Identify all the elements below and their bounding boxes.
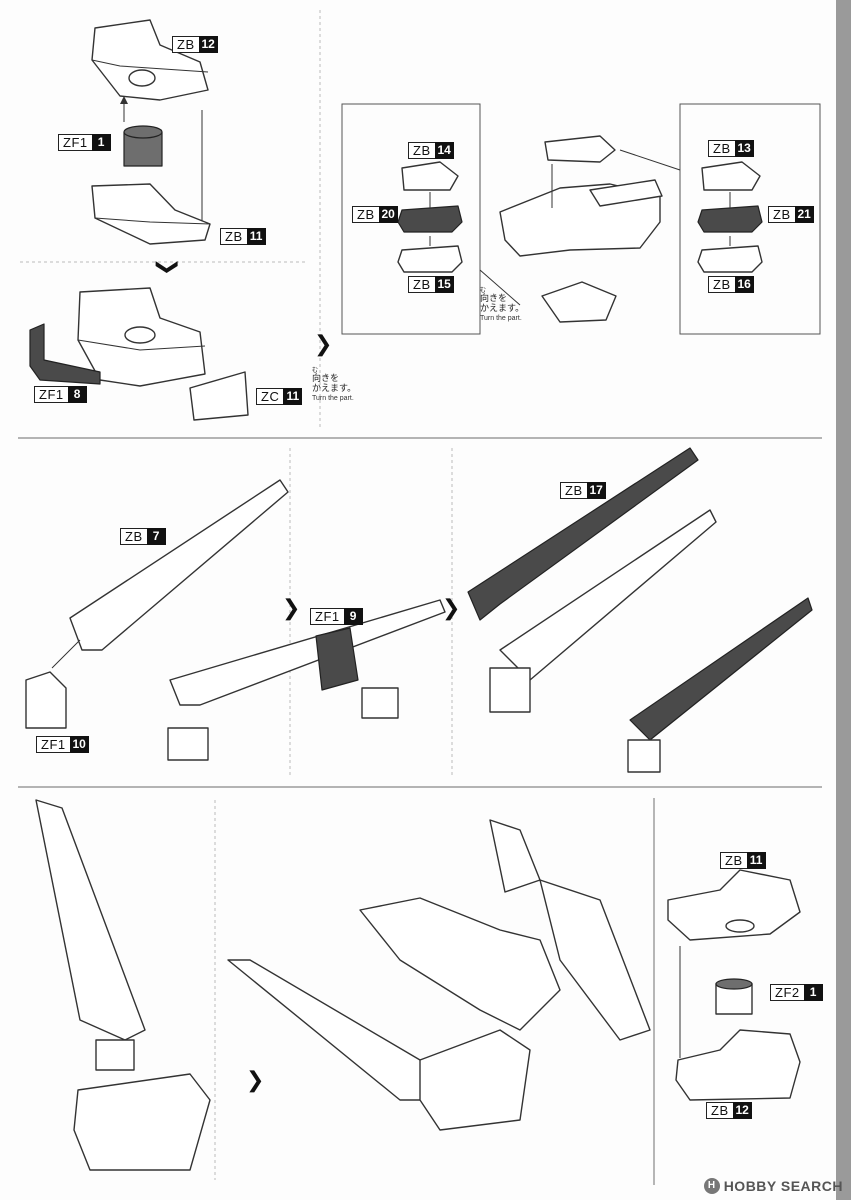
page-edge	[836, 0, 851, 1200]
step2-parts	[397, 135, 763, 323]
part-zf1-9	[315, 627, 359, 691]
callout-box-left	[341, 103, 481, 335]
part-zb11-b	[667, 869, 801, 941]
part-zc11	[189, 371, 249, 421]
note-turn-part-2: む 向きを かえます。 Turn the part.	[312, 367, 357, 403]
part-zb12-b	[675, 1029, 801, 1101]
step3-parts	[25, 447, 813, 773]
part-zb17	[467, 447, 699, 621]
callout-box-right	[679, 103, 821, 335]
step-arrow-right-1: ❯	[314, 332, 333, 357]
step-arrow-right-3: ❯	[442, 596, 461, 621]
step-arrow-down: ❯	[155, 257, 181, 277]
note-turn-part-1: む 向きを かえます。 Turn the part.	[480, 287, 525, 323]
part-zb12	[91, 19, 209, 101]
step1-parts	[29, 19, 249, 421]
assembled-base	[73, 1073, 211, 1171]
step-arrow-right-4: ❯	[246, 1068, 265, 1093]
part-zb11	[91, 183, 211, 245]
part-zf1-8	[29, 323, 101, 385]
step4-parts	[35, 799, 651, 1171]
step5-parts	[667, 869, 801, 1101]
part-zb7	[69, 479, 289, 651]
part-vertical-blade	[35, 799, 146, 1041]
step-arrow-right-2: ❯	[282, 596, 301, 621]
